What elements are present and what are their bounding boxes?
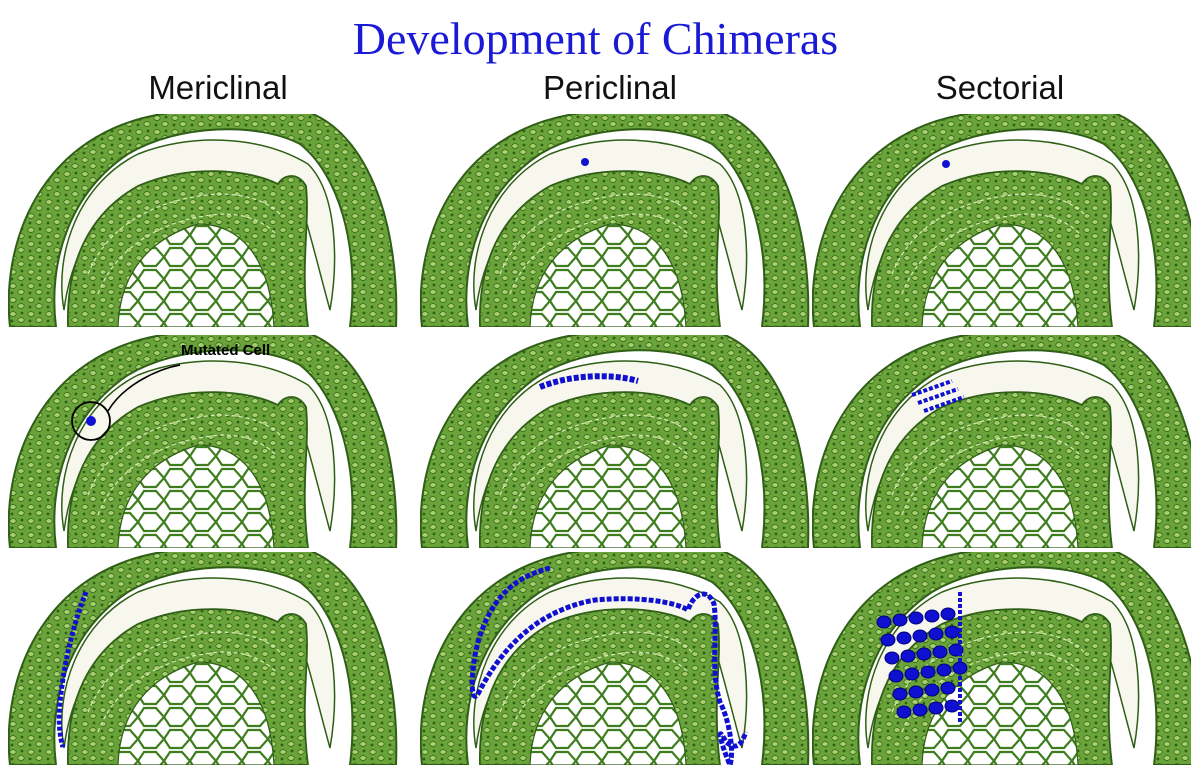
mutated-cell <box>86 416 96 426</box>
mutated-cell <box>581 158 589 166</box>
panel-mericlinal-stage-3 <box>8 552 398 765</box>
column-header-sectorial: Sectorial <box>810 66 1190 110</box>
panel-sectorial-stage-1 <box>812 114 1191 327</box>
panel-sectorial-stage-2 <box>812 335 1191 548</box>
panel-periclinal-stage-1 <box>420 114 810 327</box>
diagram-title: Development of Chimeras <box>0 12 1191 66</box>
panel-periclinal-stage-2 <box>420 335 810 548</box>
mutated-cell <box>942 160 950 168</box>
panel-mericlinal-stage-1 <box>8 114 398 327</box>
column-header-mericlinal: Mericlinal <box>28 66 408 110</box>
panel-mericlinal-stage-2 <box>8 335 398 548</box>
mutated-cell-label: Mutated Cell <box>181 342 270 359</box>
panel-sectorial-stage-3 <box>812 552 1191 765</box>
column-header-periclinal: Periclinal <box>420 66 800 110</box>
panel-periclinal-stage-3 <box>420 552 810 765</box>
